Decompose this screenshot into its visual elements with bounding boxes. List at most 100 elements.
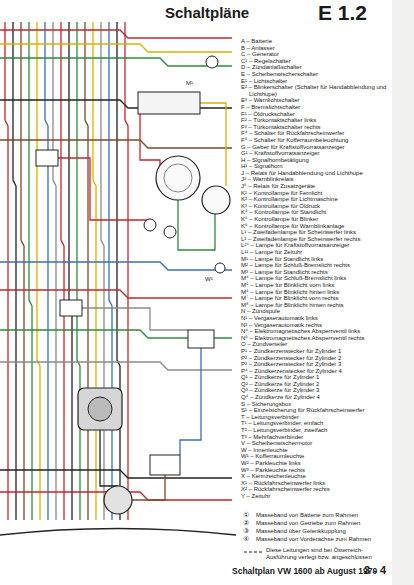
page-number: 3 - 4 bbox=[364, 564, 386, 576]
component-key-entry: V – Scheibenwischermotor bbox=[241, 440, 391, 447]
note-text: Masseband von Vorderachse zum Rahmen bbox=[256, 536, 371, 543]
relay-box bbox=[36, 150, 58, 166]
component-key-entry: J – Relais für Handabblendung und Lichth… bbox=[241, 170, 391, 177]
wire bbox=[140, 114, 160, 178]
component-key-entry: L¹ – Zweifadenlampe für Scheinwerfer lin… bbox=[241, 229, 391, 236]
wire bbox=[0, 44, 232, 52]
component-key-entry: F⁵ – Schalter für Kofferraumbeleuchtung bbox=[241, 137, 391, 144]
wire bbox=[77, 22, 80, 520]
component-key-entry: M⁷ – Lampe für Blinklicht vorn rechts bbox=[241, 295, 391, 302]
note-text: Masseband von Getriebe zum Rahmen bbox=[256, 520, 360, 527]
callout-number: ③ bbox=[243, 527, 249, 535]
component-key-entry: Q¹ – Zündkerze für Zylinder 1 bbox=[241, 374, 391, 381]
component-key-entry: F³ – Türkontaktschalter rechts bbox=[241, 124, 391, 131]
component-key-entry: N¹ – Vergaserautomatik links bbox=[241, 315, 391, 322]
component-key-entry: K¹ – Kontrollampe für Fernlicht bbox=[241, 190, 391, 197]
component-key-entry: Q² – Zündkerze für Zylinder 2 bbox=[241, 381, 391, 388]
wire bbox=[5, 22, 8, 520]
wire-bundle bbox=[0, 22, 232, 520]
wire-label: M¹ bbox=[185, 80, 194, 87]
wire bbox=[200, 103, 226, 186]
wire bbox=[37, 22, 40, 520]
wire bbox=[180, 348, 201, 455]
note-text: Masseband von Batterie zum Rahmen bbox=[256, 512, 358, 519]
wire-label: W¹ bbox=[204, 276, 214, 283]
lamp-symbol bbox=[215, 263, 225, 273]
wire bbox=[58, 158, 150, 220]
wire bbox=[13, 22, 16, 520]
callout-number: ① bbox=[243, 511, 249, 519]
wire bbox=[109, 22, 112, 520]
callout-number: ② bbox=[243, 519, 249, 527]
component-key-entry: Y – Zeituhr bbox=[241, 493, 391, 500]
component-key-entry: Q⁴ – Zündkerze für Zylinder 4 bbox=[241, 394, 391, 401]
component-key-entry: M¹ – Lampe für Standlicht links bbox=[241, 256, 391, 263]
component-key-entry: E – Scheibenwischerschalter bbox=[241, 71, 391, 78]
starter-solenoid bbox=[88, 397, 112, 421]
component-key-entry: P³ – Zündkerzenstecker für Zylinder 3 bbox=[241, 361, 391, 368]
wire bbox=[125, 22, 128, 520]
wire bbox=[53, 22, 56, 520]
component-key-entry: T² – Leitungsverbinder, zweifach bbox=[241, 427, 391, 434]
regulator-box bbox=[150, 455, 180, 475]
wire bbox=[0, 30, 232, 38]
component-key-entry: K⁴ – Kontrollampe für Standlicht bbox=[241, 209, 391, 216]
component-key-entry: N³ – Vergaserautomatik rechts bbox=[241, 322, 391, 329]
component-key-entry: B – Anlasser bbox=[241, 45, 391, 52]
wire bbox=[0, 290, 232, 298]
component-key-entry: G – Geber für Kraftstoffvorratsanzeiger bbox=[241, 144, 391, 151]
component-key-entry: E¹ – Lichtschalter bbox=[241, 78, 391, 85]
wire bbox=[101, 22, 104, 520]
component-key-entry: C¹ – Regelschalter bbox=[241, 58, 391, 65]
wire bbox=[117, 22, 120, 520]
component-key-entry: F⁴ – Schalter für Rückfahrscheinwerfer bbox=[241, 130, 391, 137]
wire bbox=[85, 22, 88, 520]
component-key-entry: K² – Kontrollampe für Lichtmaschine bbox=[241, 196, 391, 203]
component-key-entry: X¹ – Rückfahrscheinwerfer links bbox=[241, 480, 391, 487]
component-key-entry: P² – Zündkerzenstecker für Zylinder 2 bbox=[241, 355, 391, 362]
relay-box bbox=[60, 300, 82, 316]
wire bbox=[132, 475, 165, 500]
component-key-entry: E² – Blinkerschalter (Schalter für Handa… bbox=[241, 84, 391, 97]
component-key-entry: M² – Lampe für Schluß-Bremslicht rechts bbox=[241, 262, 391, 269]
caption: Schaltplan VW 1600 ab August 1970 bbox=[232, 567, 377, 576]
wire bbox=[93, 22, 96, 520]
fuse-box bbox=[138, 92, 200, 114]
component-key-entry: M⁸ – Lampe für Blinklicht hinten rechts bbox=[241, 302, 391, 309]
page-title: Schaltpläne bbox=[165, 5, 249, 22]
wire bbox=[21, 22, 24, 520]
component-key-entry: L¹¹ – Lampe für Zeituhr bbox=[241, 249, 391, 256]
generator-symbol bbox=[104, 486, 132, 514]
component-key-entry: M⁵ – Lampe für Blinklicht vorn links bbox=[241, 282, 391, 289]
component-key-entry: H – Signalhornbetätigung bbox=[241, 157, 391, 164]
component-key-entry: J⁵ – Relais für Zusatzgeräte bbox=[241, 183, 391, 190]
page-edge-band bbox=[392, 0, 414, 585]
section-code: E 1.2 bbox=[318, 1, 367, 24]
component-key: A – BatterieB – AnlasserC – GeneratorC¹ … bbox=[241, 38, 391, 500]
wire bbox=[100, 430, 118, 486]
component-key-entry: K⁶ – Kontrollampe für Warnblinkanlage bbox=[241, 223, 391, 230]
dashed-sample-line bbox=[244, 552, 262, 553]
note-text: Diese Leitungen sind bei Österreich-Ausf… bbox=[266, 547, 386, 560]
component-key-entry: X – Kennzeichenleuchte bbox=[241, 473, 391, 480]
component-key-entry: G¹ – Kraftstoffvorratsanzeiger bbox=[241, 150, 391, 157]
component-key-entry: W³ – Parkleuchte rechts bbox=[241, 467, 391, 474]
component-key-entry: P¹ – Zündkerzenstecker für Zylinder 1 bbox=[241, 348, 391, 355]
component-key-entry: N⁵ – Elektromagnetisches Absperrventil r… bbox=[241, 335, 391, 342]
component-key-entry: D – Zündanlaßschalter bbox=[241, 64, 391, 71]
component-key-entry: A – Batterie bbox=[241, 38, 391, 45]
note-text: Masseband über Gelenkkupplung bbox=[256, 528, 346, 535]
component-key-entry: T³ – Mehrfachverbinder bbox=[241, 434, 391, 441]
wire bbox=[0, 262, 232, 270]
component-key-entry: C – Generator bbox=[241, 51, 391, 58]
warning-lamp bbox=[144, 219, 156, 231]
component-key-entry: S – Sicherungsbox bbox=[241, 401, 391, 408]
component-key-entry: Q³ – Zündkerze für Zylinder 3 bbox=[241, 387, 391, 394]
wire bbox=[0, 58, 232, 66]
component-key-entry: N – Zündspule bbox=[241, 308, 391, 315]
switch-box bbox=[188, 330, 214, 348]
wire bbox=[0, 140, 232, 148]
component-key-entry: M⁶ – Lampe für Blinklicht hinten links bbox=[241, 289, 391, 296]
gauge-inner bbox=[164, 164, 192, 192]
